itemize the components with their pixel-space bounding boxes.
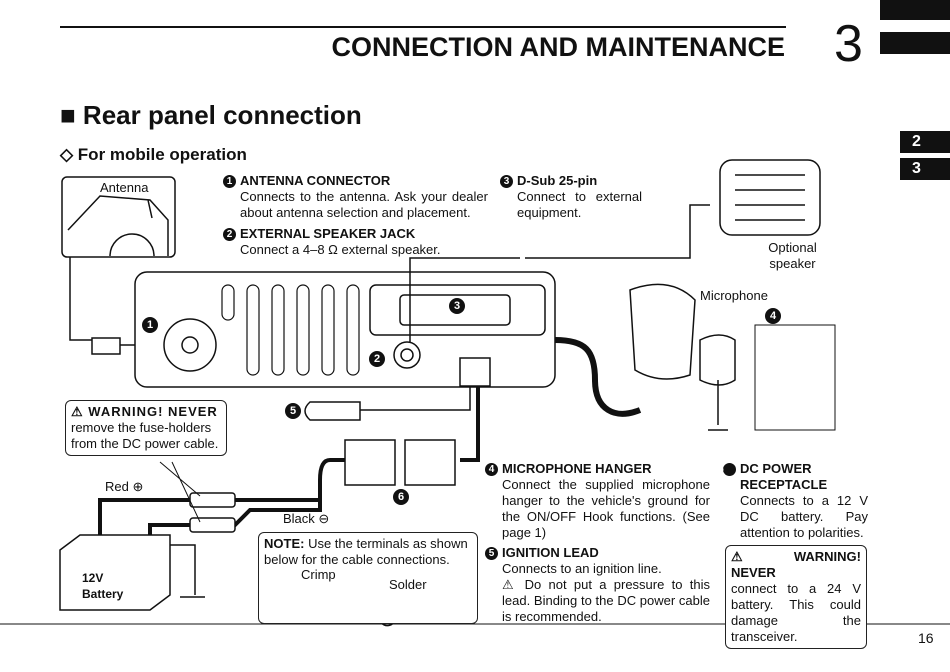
- antenna-car-illustration: [61, 176, 176, 258]
- chapter-number: 3: [834, 15, 863, 73]
- microphone-hanger-box: [754, 324, 836, 431]
- callout-4: 4: [765, 307, 785, 325]
- callout-5: 5: [285, 402, 305, 420]
- chapter-bar-top: [880, 0, 950, 20]
- microphone-illustration: [629, 283, 696, 380]
- label-battery: 12V Battery: [82, 571, 124, 601]
- callout-3: 3: [449, 297, 469, 315]
- page-title: CONNECTION AND MAINTENANCE: [331, 32, 786, 62]
- note-box: NOTE: Use the terminals as shown below f…: [258, 532, 478, 624]
- optional-speaker-illustration: [719, 159, 821, 236]
- section-subtitle: ◇ For mobile operation: [60, 145, 247, 164]
- label-black: Black ⊖: [283, 511, 330, 526]
- side-tab-2[interactable]: 2: [900, 131, 950, 153]
- microphone-cord: [554, 337, 642, 417]
- callout-1: 1: [142, 316, 162, 334]
- speaker-cable: [409, 204, 710, 342]
- battery-illustration: [59, 534, 171, 611]
- section-title: ■ Rear panel connection: [60, 100, 362, 130]
- label-red: Red ⊕: [105, 479, 144, 495]
- ignition-lead: [360, 386, 471, 411]
- label-microphone: Microphone: [700, 288, 768, 303]
- fuse-holder: [189, 492, 236, 508]
- label-antenna: Antenna: [100, 180, 149, 195]
- dc-power-cable: [98, 386, 480, 540]
- header-rule: [60, 26, 786, 28]
- page-number: 16: [918, 630, 934, 646]
- crimp-label: Crimp: [301, 567, 336, 582]
- callout-2: 2: [369, 350, 389, 368]
- chapter-bar: [880, 32, 950, 54]
- side-tab-3[interactable]: 3: [900, 158, 950, 180]
- solder-label: Solder: [389, 577, 427, 592]
- callout-6: 6: [393, 488, 413, 506]
- label-optional-speaker: Optional speaker: [768, 240, 817, 271]
- fuse-holder: [189, 517, 236, 533]
